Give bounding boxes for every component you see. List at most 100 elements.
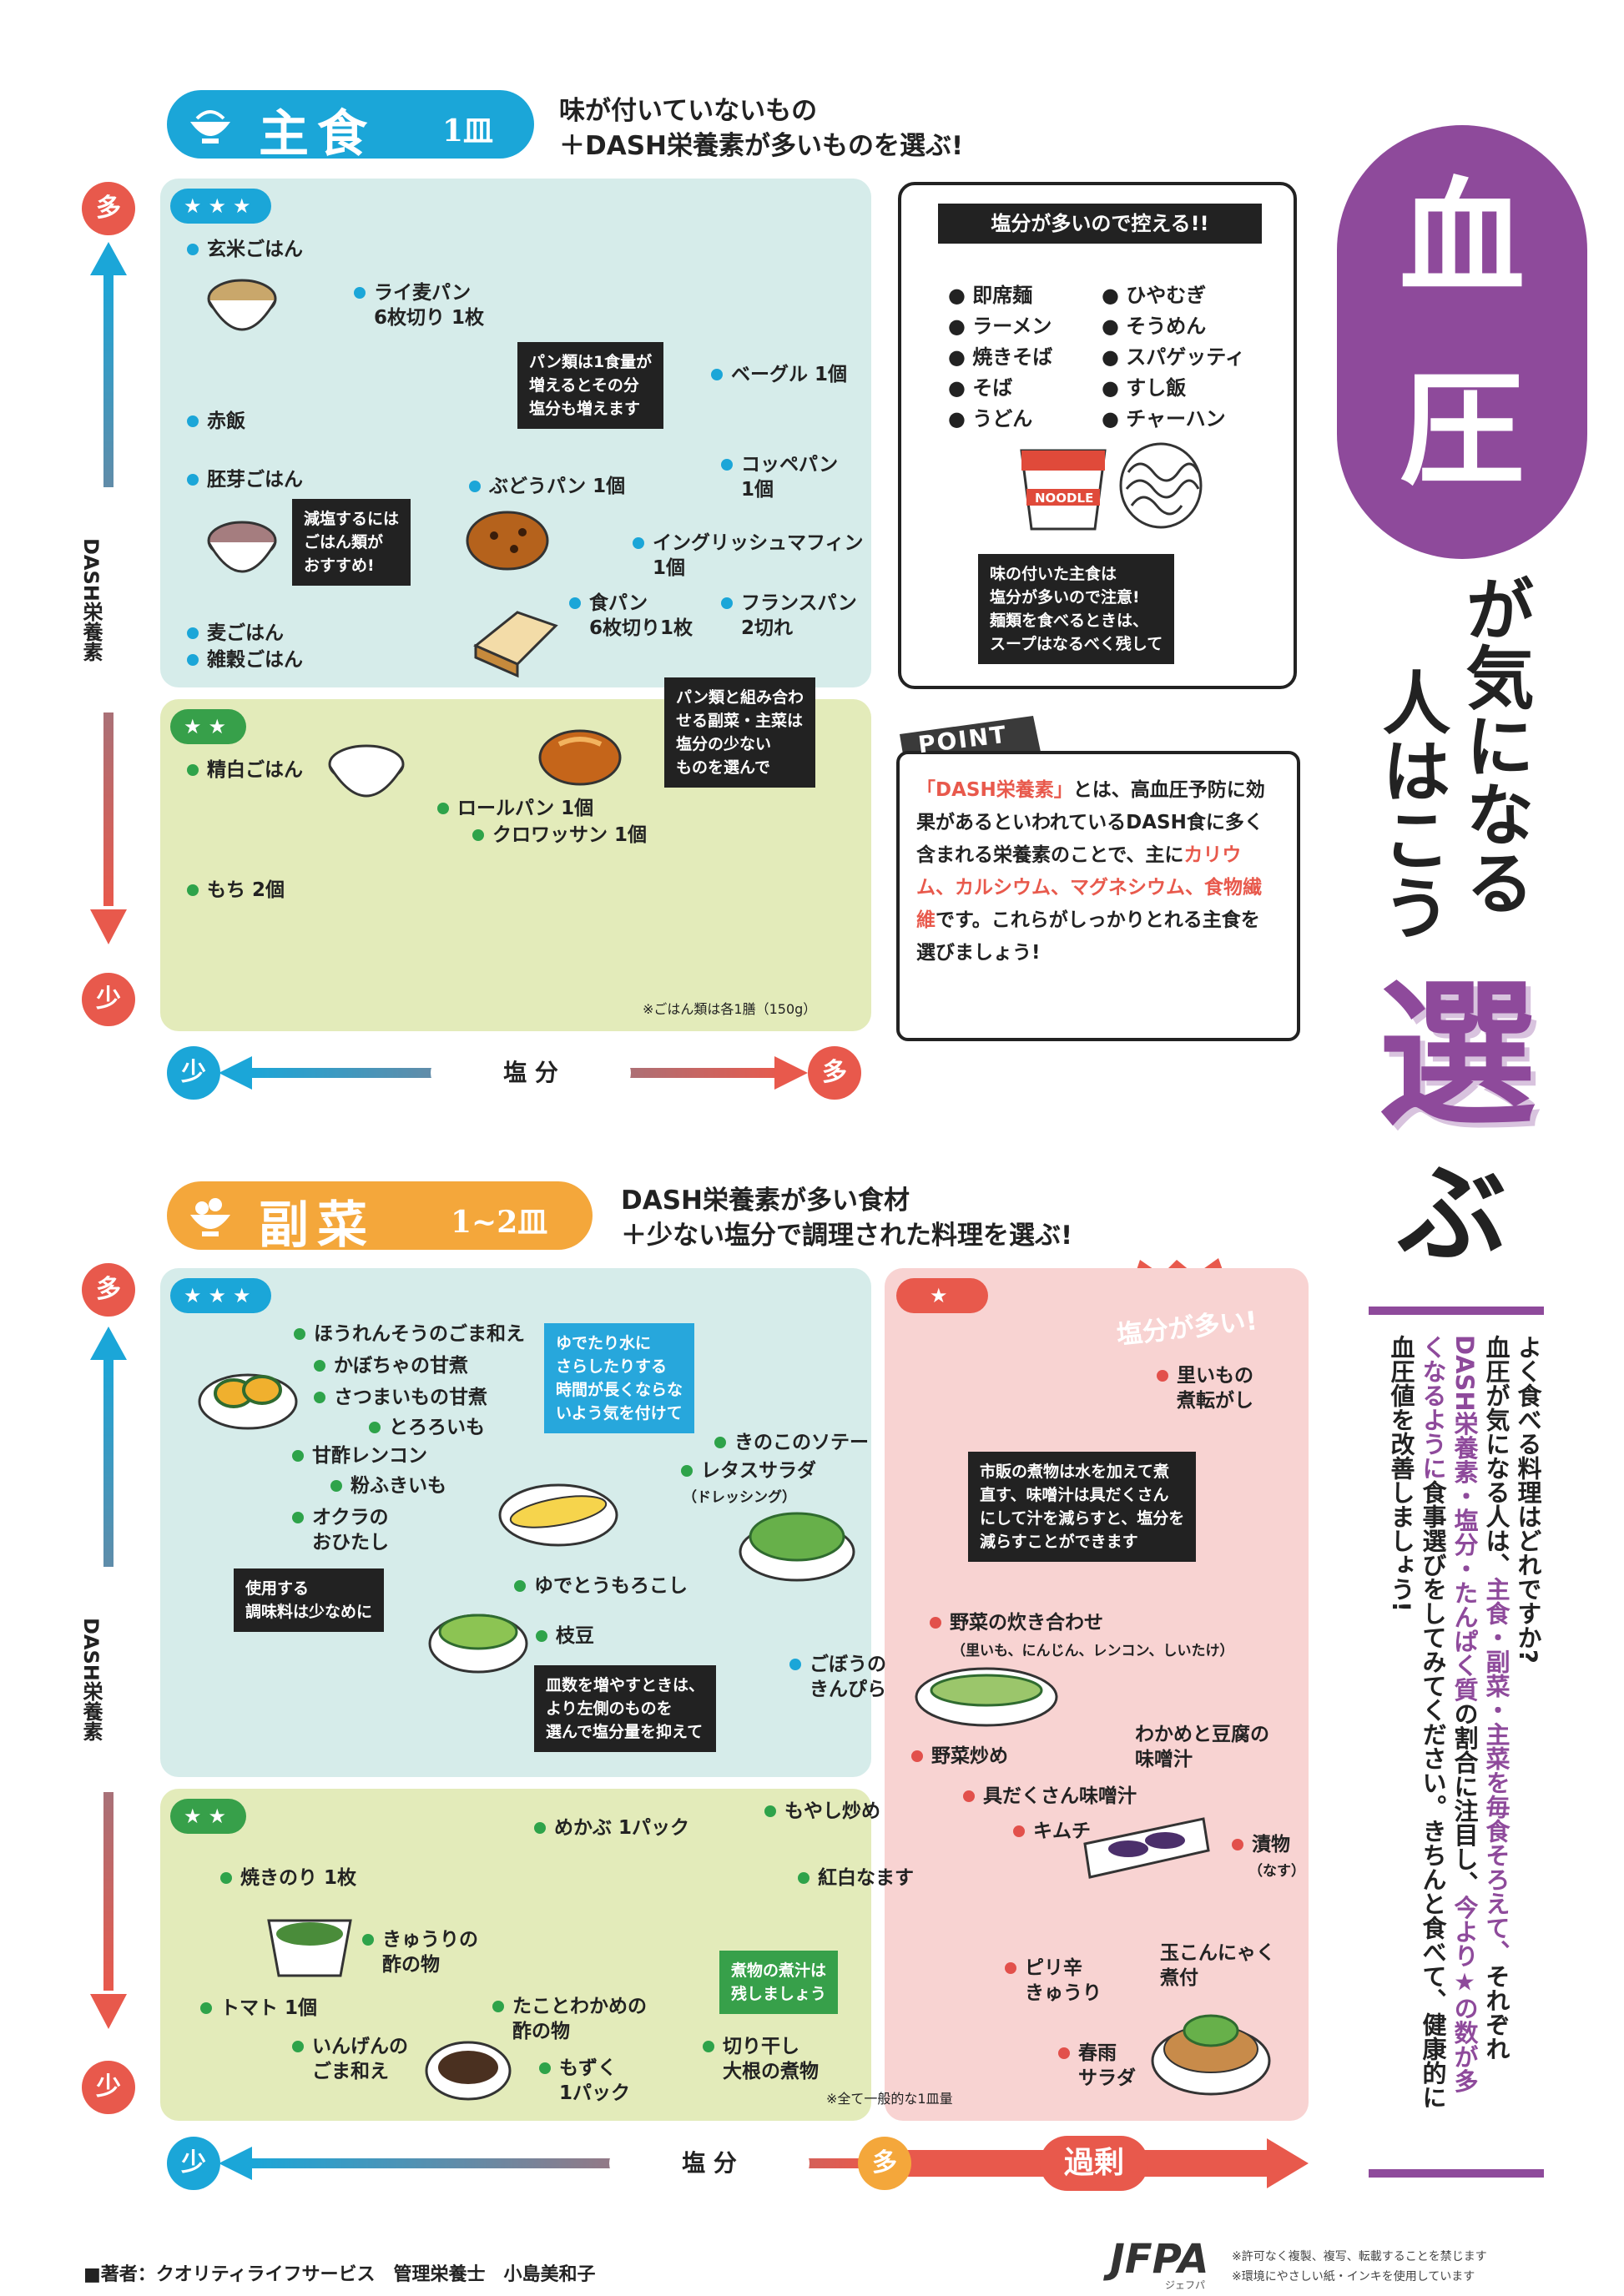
food-satoimo: 里いもの 煮転がし bbox=[1157, 1365, 1253, 1412]
shushoku-axis-more: 多 bbox=[82, 182, 135, 235]
fukusai-note-dishes: 皿数を増やすときは、 より左側のものを 選んで塩分量を抑えて bbox=[534, 1665, 717, 1752]
point-t2: とは、高血圧予防に効果があるといわれているDASH食に多く含まれる栄養素のことで… bbox=[916, 779, 1265, 866]
food-horenso: ほうれんそうのごま和え bbox=[294, 1323, 525, 1345]
fukusai-salt-less: 少 bbox=[167, 2137, 220, 2190]
food-renkon: 甘酢レンコン bbox=[292, 1445, 427, 1467]
fukusai-note-boil: ゆでたり水に さらしたりする 時間が長くならな いよう気を付けて bbox=[544, 1323, 695, 1433]
fukusai-note-nimono: 市販の煮物は水を加えて煮 直す、味噌汁は具だくさん にして汁を減らすと、塩分を … bbox=[968, 1452, 1197, 1562]
warning-item: ● チャーハン bbox=[1102, 407, 1226, 430]
jfpa-logo: JFPA bbox=[1110, 2236, 1209, 2283]
food-roll-bread: ロールパン 1個 bbox=[436, 798, 594, 819]
food-lettuce: レタスサラダ bbox=[681, 1460, 816, 1482]
shushoku-axis-label-text: DASH栄養素 bbox=[79, 538, 103, 662]
food-hakumai: 精白ごはん bbox=[187, 759, 303, 781]
food-okura: オクラの おひたし bbox=[292, 1507, 389, 1553]
food-haiga: 胚芽ごはん bbox=[187, 469, 303, 491]
food-french: フランスパン 2切れ bbox=[721, 592, 857, 639]
fukusai-footnote: ※全て一般的な1皿量 bbox=[826, 2091, 953, 2107]
title-line2: 人はこう bbox=[1370, 667, 1450, 941]
food-rye-bread: ライ麦パン 6枚切り 1枚 bbox=[353, 282, 485, 329]
shushoku-stars-2: ★★ bbox=[170, 709, 247, 744]
ingen-gomaae-image bbox=[422, 2031, 514, 2109]
warning-item: ● ラーメン bbox=[948, 315, 1052, 338]
title-bu: ぶ bbox=[1397, 1150, 1506, 1277]
food-takiawase-sub: （里いも、にんじん、レンコン、しいたけ） bbox=[951, 1643, 1234, 1659]
nasu-pickle-image bbox=[1078, 1810, 1212, 1889]
noodles-image bbox=[1115, 439, 1207, 536]
intro-p4b: 食事選びをしてみてください。きちんと食べて、健康的に bbox=[1419, 1480, 1447, 2109]
kabocha-image bbox=[194, 1352, 302, 1438]
food-tsukemono-natsu: （なす） bbox=[1248, 1863, 1305, 1880]
shushoku-stars-3: ★★★ bbox=[170, 189, 271, 224]
warning-item: ● 即席麺 bbox=[948, 284, 1033, 307]
title-atsu: 圧 bbox=[1399, 356, 1525, 503]
fukusai-excess: 過剰 bbox=[1040, 2136, 1148, 2191]
fukusai-axis-label-text: DASH栄養素 bbox=[79, 1618, 103, 1741]
hakumai-bowl-image bbox=[320, 734, 412, 818]
point-t4: です。これらがしっかりとれる主食を選びましょう! bbox=[916, 909, 1260, 964]
noodle-label: NOODLE bbox=[1035, 491, 1094, 506]
info-bar-top bbox=[1369, 1307, 1544, 1315]
food-miso-gudakusan: 具だくさん味噌汁 bbox=[963, 1785, 1137, 1807]
warning-item: ● そうめん bbox=[1102, 315, 1207, 338]
food-konnyaku: 玉こんにゃく 煮付 bbox=[1160, 1942, 1275, 1989]
info-bar-bottom bbox=[1369, 2169, 1544, 2178]
food-edamame: 枝豆 bbox=[536, 1625, 594, 1647]
kyuri-sunomono-image bbox=[264, 1909, 356, 1987]
warning-title: 塩分が多いので控える!! bbox=[938, 204, 1262, 244]
intro-p4a: くなるように bbox=[1419, 1335, 1447, 1480]
intro-p5: 血圧値を改善しましょう! bbox=[1387, 1335, 1415, 1613]
food-harusame: 春雨 サラダ bbox=[1058, 2042, 1136, 2089]
rice-bowl-icon bbox=[187, 102, 234, 147]
intro-p3c: 今より★の数が多 bbox=[1450, 1895, 1479, 2093]
intro-p1: よく食べる料理はどれですか? bbox=[1514, 1335, 1542, 1664]
warning-item: ● すし飯 bbox=[1102, 376, 1187, 400]
warning-item: ● ひやむぎ bbox=[1102, 284, 1207, 307]
food-tomato: トマト 1個 bbox=[199, 1997, 318, 2019]
food-satsumaimo: さつまいもの甘煮 bbox=[314, 1387, 487, 1408]
lettuce-salad-image bbox=[734, 1493, 860, 1589]
food-zakkoku: 雑穀ごはん bbox=[187, 649, 303, 671]
shokupan-image bbox=[459, 596, 559, 682]
cup-noodle-image bbox=[1013, 442, 1113, 537]
raisin-bread-image bbox=[464, 504, 551, 576]
fukusai-axis-more: 多 bbox=[82, 1263, 135, 1317]
genmai-bowl-image bbox=[200, 267, 284, 350]
shushoku-header: 主食 1皿 bbox=[167, 90, 534, 164]
intro-p2c: それぞれ bbox=[1482, 1964, 1511, 2061]
shushoku-note-combo: パン類と組み合わ せる副菜・主菜は 塩分の少ない ものを選んで bbox=[664, 677, 815, 788]
food-namasu: 紅白なます bbox=[798, 1867, 914, 1889]
intro-p2a: 血圧が気になる人は、 bbox=[1482, 1335, 1511, 1577]
food-koppe: コッペパン 1個 bbox=[720, 454, 839, 501]
warning-item: ● そば bbox=[948, 376, 1013, 400]
fukusai-header: 副菜 1~2皿 bbox=[167, 1181, 593, 1255]
shushoku-panel-3star bbox=[160, 179, 871, 687]
food-corn: ゆでとうもろこし bbox=[514, 1575, 688, 1597]
shushoku-count: 1皿 bbox=[442, 113, 494, 149]
food-nori: 焼きのり 1枚 bbox=[219, 1867, 357, 1889]
shushoku-note-bread: パン類は1食量が 増えるとその分 塩分も増えます bbox=[517, 342, 664, 429]
point-t1: 「DASH栄養素」 bbox=[916, 779, 1073, 801]
shushoku-note-rice: 減塩するには ごはん類が おすすめ! bbox=[292, 499, 411, 586]
footer-author: ■著者：クオリティライフサービス 管理栄養士 小島美和子 bbox=[83, 2264, 596, 2285]
food-mochi: もち 2個 bbox=[186, 879, 285, 901]
food-kimchi: キムチ bbox=[1013, 1820, 1091, 1842]
food-lettuce-dressing: （ドレッシング） bbox=[683, 1489, 796, 1506]
haiga-bowl-image bbox=[200, 509, 284, 592]
food-muffin: イングリッシュマフィン 1個 bbox=[633, 532, 864, 579]
food-kinpira: ごぼうの きんぴら bbox=[789, 1654, 886, 1700]
footer-legal-1: ※許可なく複製、複写、転載することを禁じます bbox=[1232, 2250, 1487, 2263]
fukusai-stars-3: ★★★ bbox=[170, 1278, 271, 1313]
intro-p2b: 主食・副菜・主菜を毎食そろえて、 bbox=[1482, 1577, 1511, 1964]
fukusai-stars-2: ★★ bbox=[170, 1799, 247, 1834]
jfpa-logo-sub: ジェフパ bbox=[1165, 2279, 1206, 2291]
title-ketsu: 血 bbox=[1399, 164, 1525, 311]
warning-col2: ● ひやむぎ ● そうめん ● スパゲッティ ● すし飯 ● チャーハン bbox=[1102, 280, 1245, 435]
food-raisin-bread: ぶどうパン 1個 bbox=[468, 476, 626, 497]
food-pirikara: ピリ辛 きゅうり bbox=[1005, 1957, 1102, 2004]
point-box bbox=[896, 751, 1300, 1041]
shushoku-title: 主食 bbox=[259, 105, 376, 164]
warning-note: 味の付いた主食は 塩分が多いので注意! 麺類を食べるときは、 スープはなるべく残… bbox=[978, 554, 1175, 664]
intro-p3b: の割合に注目し、 bbox=[1450, 1701, 1479, 1896]
food-mozuku: もずく 1パック bbox=[538, 2057, 631, 2104]
